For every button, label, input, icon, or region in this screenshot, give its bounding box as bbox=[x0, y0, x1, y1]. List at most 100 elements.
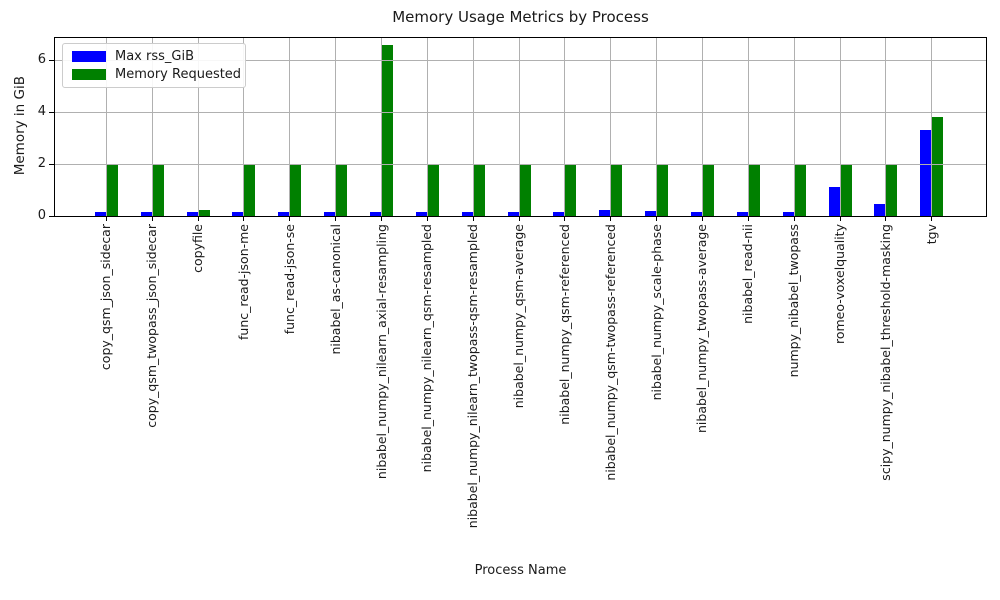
bar-max-rss bbox=[507, 212, 519, 216]
bar-memory-requested bbox=[886, 164, 898, 216]
grid-line-vertical bbox=[839, 38, 841, 216]
y-axis-tick-mark bbox=[49, 59, 54, 61]
bar-max-rss bbox=[140, 212, 152, 216]
x-tick-label: nibabel_numpy_qsm-average bbox=[511, 224, 527, 409]
legend-item-memory-requested: Memory Requested bbox=[72, 67, 241, 82]
y-tick-label: 4 bbox=[37, 104, 46, 120]
bar-memory-requested bbox=[565, 164, 577, 216]
bar-memory-requested bbox=[198, 209, 210, 216]
bar-max-rss bbox=[324, 212, 336, 216]
bar-memory-requested bbox=[840, 164, 852, 216]
x-tick-label: nibabel_read-nii bbox=[740, 224, 756, 324]
bar-max-rss bbox=[370, 212, 381, 216]
x-tick-label: nibabel_as-canonical bbox=[327, 224, 343, 355]
bar-memory-requested bbox=[702, 164, 714, 216]
grid-line-vertical bbox=[518, 38, 520, 216]
bar-max-rss bbox=[599, 209, 611, 216]
bar-max-rss bbox=[645, 211, 657, 216]
x-axis-tick-mark bbox=[335, 217, 337, 221]
bar-memory-requested bbox=[290, 164, 302, 216]
x-tick-label: func_read-json-se bbox=[281, 224, 297, 335]
grid-line-vertical bbox=[105, 38, 107, 216]
x-axis-tick-mark bbox=[793, 217, 795, 221]
x-tick-label: nibabel_numpy_nilearn_twopass-qsm-resamp… bbox=[465, 224, 481, 529]
x-axis-label: Process Name bbox=[474, 563, 567, 578]
x-tick-label: nibabel_numpy_twopass-average bbox=[694, 224, 710, 434]
bar-max-rss bbox=[920, 130, 932, 216]
grid-line-vertical bbox=[151, 38, 153, 216]
x-tick-label: romeo-voxelquality bbox=[832, 224, 847, 345]
x-tick-label: numpy_nibabel_twopass bbox=[786, 224, 802, 378]
bar-memory-requested bbox=[748, 164, 760, 216]
legend-swatch-max-rss bbox=[72, 51, 106, 62]
legend-item-max-rss: Max rss_GiB bbox=[72, 49, 236, 64]
grid-line-vertical bbox=[701, 38, 703, 216]
grid-line-vertical bbox=[335, 38, 337, 216]
bar-memory-requested bbox=[106, 164, 118, 216]
bar-memory-requested bbox=[244, 164, 256, 216]
x-axis-tick-mark bbox=[931, 217, 933, 221]
bar-memory-requested bbox=[932, 117, 944, 216]
x-axis-tick-mark bbox=[518, 217, 520, 221]
bar-memory-requested bbox=[794, 164, 806, 216]
x-axis-tick-mark bbox=[381, 217, 382, 221]
grid-line-vertical bbox=[656, 38, 658, 216]
x-axis-tick-mark bbox=[289, 217, 291, 221]
x-tick-label: tgv bbox=[923, 224, 939, 245]
x-axis-tick-mark bbox=[197, 217, 199, 221]
x-axis-tick-mark bbox=[105, 217, 107, 221]
grid-line-horizontal bbox=[55, 59, 986, 61]
bar-max-rss bbox=[553, 211, 565, 216]
grid-line-vertical bbox=[747, 38, 749, 216]
x-tick-label: nibabel_numpy_scale-phase bbox=[648, 224, 664, 401]
x-tick-label: copy_qsm_json_sidecar bbox=[98, 224, 114, 371]
legend-swatch-memory-requested bbox=[72, 69, 106, 80]
bar-memory-requested bbox=[473, 164, 485, 216]
x-axis-tick-mark bbox=[426, 217, 428, 221]
x-axis-tick-mark bbox=[839, 217, 841, 221]
grid-line-vertical bbox=[472, 38, 474, 216]
x-axis-tick-mark bbox=[564, 217, 566, 221]
x-axis-tick-mark bbox=[151, 217, 153, 221]
grid-line-vertical bbox=[564, 38, 566, 216]
bar-memory-requested bbox=[519, 164, 531, 216]
grid-line-horizontal bbox=[55, 163, 986, 165]
grid-line-vertical bbox=[426, 38, 428, 216]
bar-memory-requested bbox=[152, 164, 164, 216]
y-axis-tick-mark bbox=[49, 111, 54, 113]
bar-max-rss bbox=[782, 211, 794, 216]
grid-line-vertical bbox=[793, 38, 795, 216]
x-axis-tick-mark bbox=[472, 217, 474, 221]
x-axis-tick-mark bbox=[610, 217, 612, 221]
y-tick-label: 6 bbox=[37, 52, 46, 68]
bar-max-rss bbox=[415, 212, 427, 216]
x-axis-tick-mark bbox=[656, 217, 658, 221]
x-tick-label: copyfile bbox=[190, 224, 206, 273]
bar-max-rss bbox=[94, 212, 106, 216]
x-axis-tick-mark bbox=[243, 217, 245, 221]
x-tick-label: scipy_numpy_nibabel_threshold-masking bbox=[877, 224, 893, 481]
bar-max-rss bbox=[736, 211, 748, 216]
legend-label-max-rss: Max rss_GiB bbox=[115, 49, 195, 64]
x-axis-tick-mark bbox=[747, 217, 749, 221]
grid-line-vertical bbox=[243, 38, 245, 216]
grid-line-vertical bbox=[289, 38, 291, 216]
x-tick-label: func_read-json-me bbox=[235, 224, 251, 340]
bar-memory-requested bbox=[382, 44, 393, 216]
y-tick-label: 2 bbox=[37, 156, 46, 172]
x-tick-label: nibabel_numpy_nilearn_axial-resampling bbox=[373, 224, 389, 480]
bar-memory-requested bbox=[427, 164, 439, 216]
bar-max-rss bbox=[232, 212, 244, 216]
grid-line-vertical bbox=[931, 38, 933, 216]
y-axis-tick-mark bbox=[49, 163, 54, 165]
x-tick-label: nibabel_numpy_qsm-referenced bbox=[556, 224, 572, 425]
y-axis-tick-mark bbox=[49, 215, 54, 217]
x-tick-label: nibabel_numpy_nilearn_qsm-resampled bbox=[419, 224, 435, 473]
x-tick-label: copy_qsm_twopass_json_sidecar bbox=[144, 224, 160, 428]
x-tick-label: nibabel_numpy_qsm-twopass-referenced bbox=[602, 224, 618, 481]
y-tick-label: 0 bbox=[37, 208, 46, 223]
bar-max-rss bbox=[874, 204, 886, 216]
legend: Max rss_GiB Memory Requested bbox=[62, 43, 246, 88]
grid-line-vertical bbox=[381, 38, 382, 216]
